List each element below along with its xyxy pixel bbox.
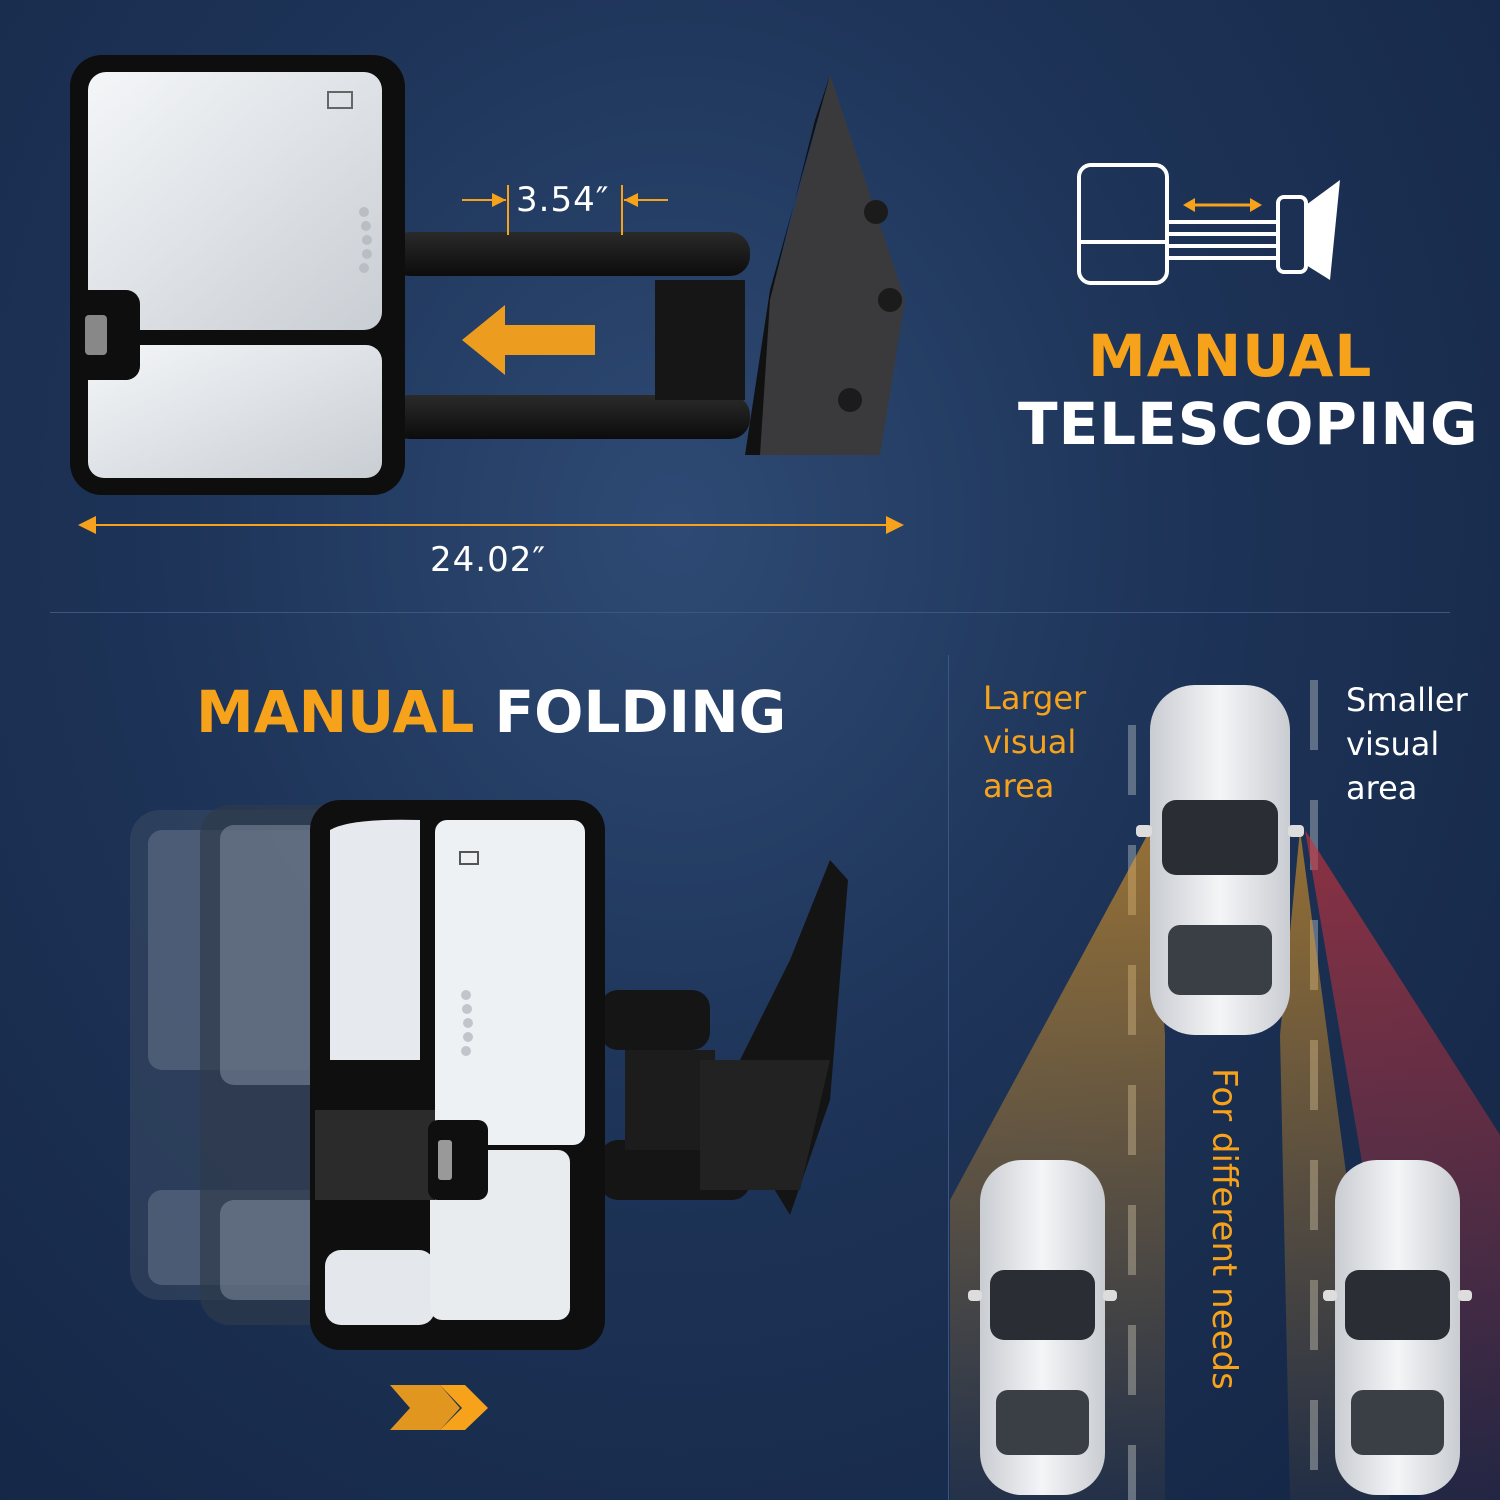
section-divider [50,612,1450,613]
folding-title-word1: MANUAL [196,678,475,746]
folding-mirror-illustration [130,800,848,1430]
smaller-visual-area-label: Smaller visual area [1346,681,1468,807]
different-needs-label: For different needs [1204,1068,1244,1390]
width-dimension-label: 24.02″ [430,540,547,580]
gap-dimension-label: 3.54″ [516,180,610,220]
vertical-divider [948,655,949,1500]
car-bottom-left [968,1160,1117,1495]
double-chevron-right-icon [390,1385,488,1430]
telescoping-title-word1: MANUAL [1088,322,1373,390]
car-top [1136,685,1304,1035]
car-bottom-right [1323,1160,1472,1495]
telescoping-mirror-illustration [70,55,905,534]
larger-visual-area-label: Larger visual area [983,679,1087,805]
visual-area-illustration [950,680,1500,1500]
folding-title-word2: FOLDING [494,678,787,746]
telescoping-mirror-icon [1077,163,1340,285]
folding-title: MANUAL FOLDING [196,678,786,746]
telescoping-title-word2: TELESCOPING [1018,390,1479,458]
